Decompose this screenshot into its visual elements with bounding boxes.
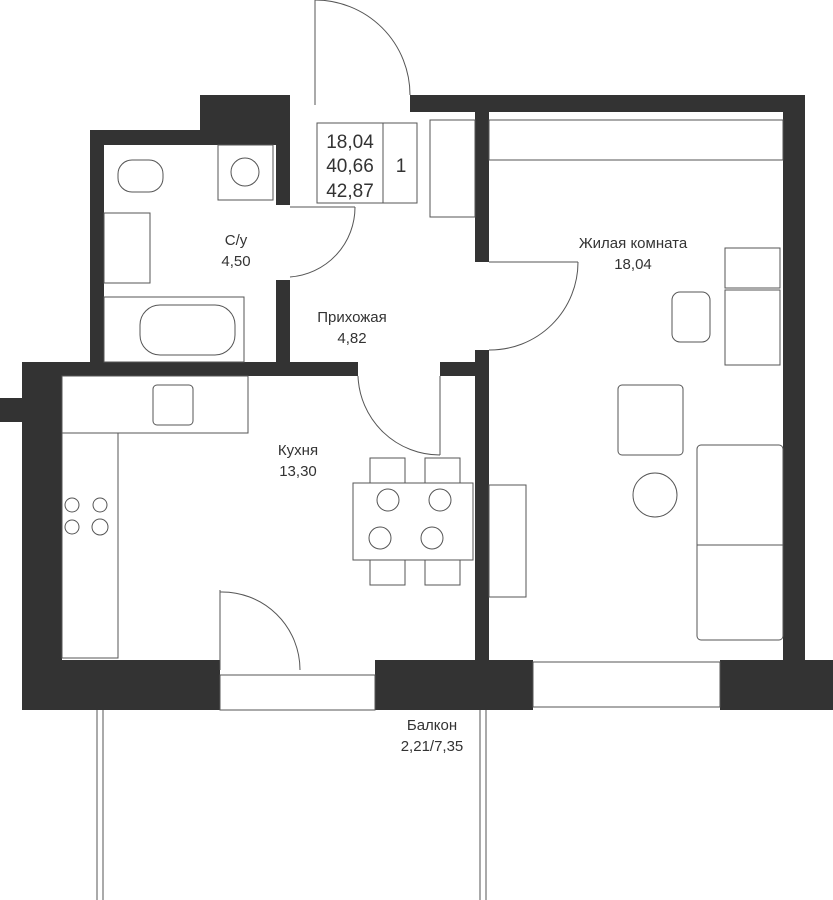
living-area: 18,04 [614, 256, 652, 273]
living-area-value: 18,04 [326, 132, 374, 153]
washing-machine-icon [217, 144, 274, 201]
balcony [96, 710, 487, 900]
furniture [61, 119, 784, 659]
bathtub-icon [103, 296, 245, 363]
stove-burner-icon [64, 497, 80, 513]
desk [724, 289, 781, 366]
wardrobe [429, 119, 476, 218]
apartment-summary: 18,04 40,66 42,87 1 [316, 122, 418, 204]
armchair [617, 384, 684, 456]
living-wardrobe [488, 119, 784, 161]
room-labels: С/у 4,50 Прихожая 4,82 Жилая комната 18,… [221, 232, 687, 755]
bathroom-name: С/у [225, 232, 248, 249]
walls [0, 95, 833, 710]
dining-table [352, 482, 474, 561]
kitchen-counter [61, 375, 249, 434]
living-name: Жилая комната [579, 235, 688, 252]
hallway-area: 4,82 [337, 330, 366, 347]
total-with-balcony-value: 42,87 [326, 181, 374, 202]
washbasin-icon [103, 212, 151, 284]
kitchen-area: 13,30 [279, 463, 317, 480]
room-count: 1 [396, 156, 407, 177]
sink-icon [152, 384, 194, 426]
doors [219, 0, 721, 711]
balcony-area: 2,21/7,35 [401, 738, 464, 755]
hallway-name: Прихожая [317, 309, 387, 326]
coffee-table [632, 472, 678, 518]
office-chair [671, 291, 711, 343]
toilet-icon [117, 159, 164, 193]
balcony-name: Балкон [407, 717, 457, 734]
sofa [696, 444, 784, 641]
bathroom-area: 4,50 [221, 253, 250, 270]
total-area-value: 40,66 [326, 156, 374, 177]
tv-stand [488, 484, 527, 598]
kitchen-name: Кухня [278, 442, 318, 459]
